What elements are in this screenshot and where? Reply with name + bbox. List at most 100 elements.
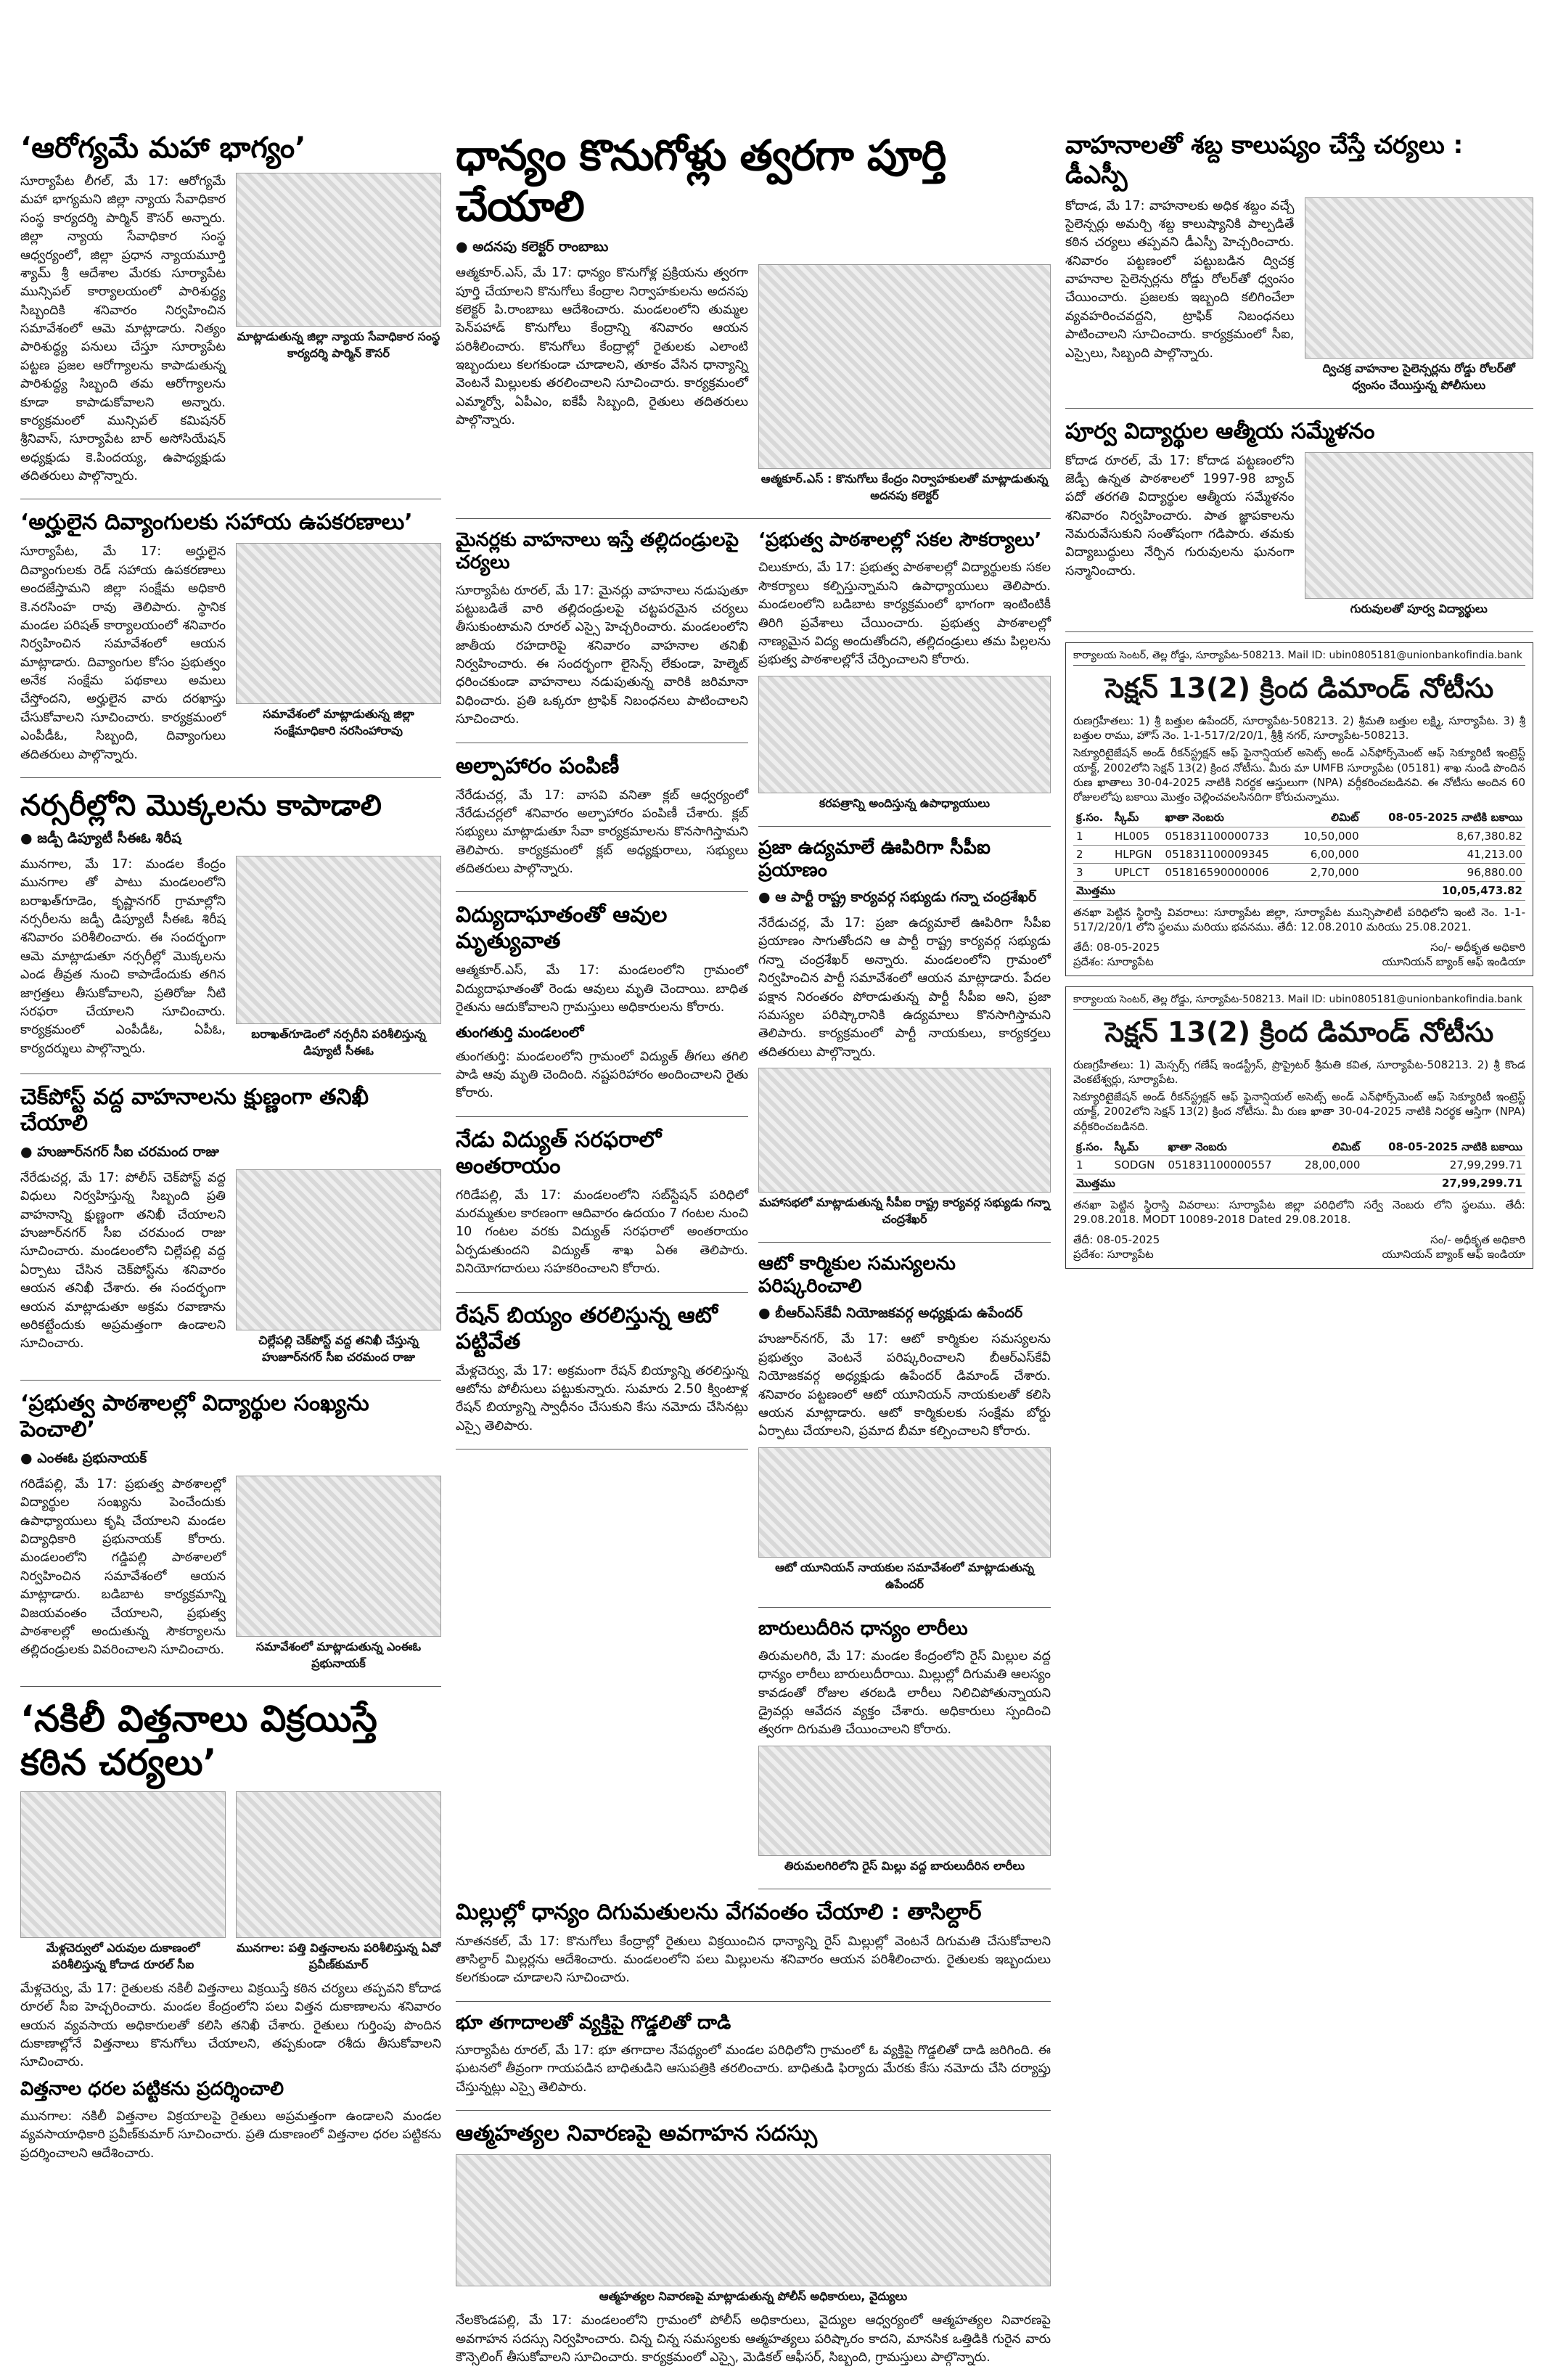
table-cell: 051831100000557 [1165,1156,1292,1175]
table-cell: 6,00,000 [1290,845,1362,864]
story-body: నేలకొండపల్లి, మే 17: మండలంలోని గ్రామంలో … [456,2313,1051,2365]
headline: మిల్లుల్లో ధాన్యం దిగుమతులను వేగవంతం చేయ… [456,1899,982,1925]
story-land-dispute: భూ తగాదాలతో వ్యక్తిపై గొడ్డలితో దాడి సూర… [456,2012,1051,2111]
headline: ‘ప్రభుత్వ పాఠశాలల్లో సకల సౌకర్యాలు’ [758,529,1042,552]
news-photo [1304,451,1533,599]
story-body: మేళ్లచెర్వు, మే 17: అక్రమంగా రేషన్‌ బియ్… [456,1363,748,1434]
story-body: చిలుకూరు, మే 17: ప్రభుత్వ పాఠశాలల్లో విద… [758,560,1051,668]
notice-place: ప్రదేశం: సూర్యాపేట [1073,955,1154,969]
right-column: వాహనాలతో శబ్ద కాలుష్యం చేస్తే చర్యలు : డ… [1065,131,1533,2352]
story-body: సూర్యాపేట, మే 17: అర్హులైన దివ్యాంగులకు … [20,544,226,762]
table-cell: 8,67,380.82 [1361,827,1525,846]
subheadline: తుంగతుర్తి మండలంలో [456,1023,584,1041]
story-nurseries: నర్సరీల్లోని మొక్కలను కాపాడాలి జడ్పీ డిప… [20,788,441,1074]
photo-caption: మునగాల: పత్తి విత్తనాలను పరిశీలిస్తున్న … [237,1940,440,1971]
notice-title: సెక్షన్‌ 13(2) క్రింద డిమాండ్‌ నోటీసు [1104,672,1494,705]
headline: చెక్‌పోస్ట్‌ వద్ద వాహనాలను క్షుణ్ణంగా తన… [20,1084,369,1136]
photo-caption: తిరుమలగిరిలోని రైస్‌ మిల్లు వద్ద బారులుద… [784,1858,1025,1873]
story-govt-schools: ‘ప్రభుత్వ పాఠశాలల్లో విద్యార్థుల సంఖ్యను… [20,1391,441,1687]
middle-split-1: మైనర్లకు వాహనాలు ఇస్తే తల్లిదండ్రులపై చర… [456,529,1051,1899]
story-body: తుంగతుర్తి: మండలంలోని గ్రామంలో విద్యుత్‌… [456,1049,748,1101]
headline: ధాన్యం కొనుగోళ్లు త్వరగా పూర్తి చేయాలి [456,131,946,231]
headline: రేషన్‌ బియ్యం తరలిస్తున్న ఆటో పట్టివేత [456,1302,718,1354]
bank-name: యూనియన్‌ బ్యాంక్‌ ఆఫ్‌ ఇండియా [1382,955,1525,969]
photo-caption: బరాఖత్‌గూడెంలో నర్సరీని పరిశీలిస్తున్న డ… [251,1026,426,1058]
left-column: ‘ఆరోగ్యమే మహా భాగ్యం’ సూర్యాపేట లీగల్‌, … [20,131,441,2352]
bank-name: యూనియన్‌ బ్యాంక్‌ ఆఫ్‌ ఇండియా [1382,1248,1525,1261]
story-body: నేరేడుచర్ల, మే 17: పోలీస్‌ చెక్‌పోస్ట్‌ … [20,1170,226,1351]
photo-caption: మాట్లాడుతున్న జిల్లా న్యాయ సేవాధికార సంస… [237,330,440,360]
table-row: 1 SODGN 051831100000557 28,00,000 27,99,… [1073,1156,1525,1175]
news-photo [758,1447,1051,1558]
story-body: నూతనకల్‌, మే 17: కొనుగోలు కేంద్రాల్లో రై… [456,1934,1051,1986]
table-cell: 10,50,000 [1290,827,1362,846]
story-body: కోదాడ, మే 17: వాహనాలకు అధిక శబ్దం వచ్చే … [1065,198,1295,361]
table-cell: 27,99,299.71 [1363,1156,1525,1175]
headline: విద్యుదాఘాతంతో ఆవుల మృత్యువాత [456,902,668,954]
story-body: సూర్యాపేట రూరల్‌, మే 17: మైనర్లు వాహనాలు… [456,583,748,727]
table-cell: UPLCT [1112,863,1162,883]
headline: అల్పాహారం పంపిణీ [456,753,620,779]
news-photo [236,1791,441,1938]
story-body: కోదాడ రూరల్‌, మే 17: కోదాడ పట్టణంలోని జె… [1065,453,1295,578]
signatory: సం/- అధీకృత అధికారి [1430,1233,1525,1247]
story-body: మేళ్లచెర్వు, మే 17: రైతులకు నకిలీ విత్తన… [20,1981,441,2070]
story-electrocution: విద్యుదాఘాతంతో ఆవుల మృత్యువాత ఆత్మకూర్‌.… [456,902,748,1117]
photo-caption: చిల్లేపల్లి చెక్‌పోస్ట్‌ వద్ద తనిఖీ చేస్… [258,1333,419,1364]
table-cell: 051831100000733 [1162,827,1291,846]
table-header: స్కీమ్‌ [1111,1137,1165,1157]
table-header: క్ర.సం. [1073,1137,1112,1157]
news-photo [20,1791,226,1938]
table-cell: మొత్తము [1073,1174,1364,1193]
notice-address: కార్యాలయ సెంటర్‌, తెల్ల రోడ్డు, సూర్యాపే… [1073,649,1525,666]
table-header: 08-05-2025 నాటికి బకాయి [1363,1137,1525,1157]
byline: బీఆర్‌ఎస్‌కేవీ నియోజకవర్గ అధ్యక్షుడు ఉపే… [758,1305,1051,1325]
notice-date: తేదీ: 08-05-2025 [1073,941,1160,954]
byline: ఆ పార్టీ రాష్ట్ర కార్యవర్గ సభ్యుడు గన్నా… [758,889,1051,909]
story-cpi: ప్రజా ఉద్యమాలే ఊపిరిగా సీపీఐ ప్రయాణం ఆ ప… [758,837,1051,1243]
headline: ప్రజా ఉద్యమాలే ఊపిరిగా సీపీఐ ప్రయాణం [758,836,991,881]
headline: ఆటో కార్మికుల సమస్యలను పరిష్కరించాలి [758,1253,956,1298]
table-cell: 051831100009345 [1162,845,1291,864]
story-body: గరిడేపల్లి, మే 17: మండలంలోని సబ్‌స్టేషన్… [456,1187,748,1277]
headline: ‘ప్రభుత్వ పాఠశాలల్లో విద్యార్థుల సంఖ్యను… [20,1390,369,1442]
middle-column: ధాన్యం కొనుగోళ్లు త్వరగా పూర్తి చేయాలి అ… [456,131,1051,2365]
byline: హుజూర్‌నగర్‌ సీఐ చరమంద రాజు [20,1144,441,1164]
photo-caption: సమావేశంలో మాట్లాడుతున్న జిల్లా సంక్షేమాధ… [263,707,414,738]
byline: అదనపు కలెక్టర్‌ రాంబాబు [456,239,1051,258]
table-cell: 3 [1073,863,1112,883]
news-photo [758,264,1051,470]
story-checkpost: చెక్‌పోస్ట్‌ వద్ద వాహనాలను క్షుణ్ణంగా తన… [20,1084,441,1381]
headline: బారులుదీరిన ధాన్యం లారీలు [758,1617,968,1640]
news-photo [758,1745,1051,1856]
table-row: 1 HL005 051831100000733 10,50,000 8,67,3… [1073,827,1525,846]
table-cell: 10,05,473.82 [1361,881,1525,901]
photo-caption: ద్విచక్ర వాహనాల సైలెన్సర్లను రోడ్డు రోలర… [1322,361,1515,392]
story-body: తిరుమలగిరి, మే 17: మండల కేంద్రంలోని రైస్… [758,1648,1051,1738]
story-grain-lorries: బారులుదీరిన ధాన్యం లారీలు తిరుమలగిరి, మే… [758,1618,1051,1889]
notice-signature: తేదీ: 08-05-2025 ప్రదేశం: సూర్యాపేట సం/-… [1073,1232,1525,1262]
story-body: సూర్యాపేట లీగల్‌, మే 17: ఆరోగ్యమే మహా భా… [20,174,226,483]
photo-caption: ఆటో యూనియన్‌ నాయకుల సమావేశంలో మాట్లాడుతు… [775,1560,1034,1591]
subheadline: విత్తనాల ధరల పట్టికను ప్రదర్శించాలి [20,2077,284,2100]
news-photo [456,2154,1051,2287]
notice-date: తేదీ: 08-05-2025 [1073,1233,1160,1247]
headline: వాహనాలతో శబ్ద కాలుష్యం చేస్తే చర్యలు : డ… [1065,131,1464,189]
story-body: ఆత్మకూర్‌.ఎస్‌, మే 17: మండలంలోని గ్రామంల… [456,963,748,1015]
table-cell: 2,70,000 [1290,863,1362,883]
photo-caption: మేళ్లచెర్వులో ఎరువుల దుకాణంలో పరిశీలిస్త… [46,1940,200,1971]
headline: ‘నకిలీ విత్తనాలు విక్రయిస్తే కఠిన చర్యలు… [20,1697,377,1783]
notice-text: రుణగ్రహీతలు: 1) శ్రీ బత్తుల ఉపేందర్‌, సూ… [1073,713,1525,743]
story-alumni-meet: పూర్వ విద్యార్థుల ఆత్మీయ సమ్మేళనం కోదాడ … [1065,419,1533,632]
headline: ‘ఆరోగ్యమే మహా భాగ్యం’ [20,131,306,165]
story-auto-workers: ఆటో కార్మికుల సమస్యలను పరిష్కరించాలి బీఆ… [758,1253,1051,1608]
table-cell: 051816590000006 [1162,863,1291,883]
demand-notice-1: కార్యాలయ సెంటర్‌, తెల్ల రోడ్డు, సూర్యాపే… [1065,642,1533,976]
news-photo [236,543,441,705]
story-suicide-awareness: ఆత్మహత్యల నివారణపై అవగాహన సదస్సు ఆత్మహత్… [456,2121,1051,2380]
table-cell: 28,00,000 [1292,1156,1364,1175]
headline: మైనర్లకు వాహనాలు ఇస్తే తల్లిదండ్రులపై చర… [456,529,739,574]
table-header: లిమిట్‌ [1290,809,1362,827]
photo-caption: గురువులతో పూర్వ విద్యార్థులు [1350,601,1488,616]
table-cell: 1 [1073,827,1112,846]
